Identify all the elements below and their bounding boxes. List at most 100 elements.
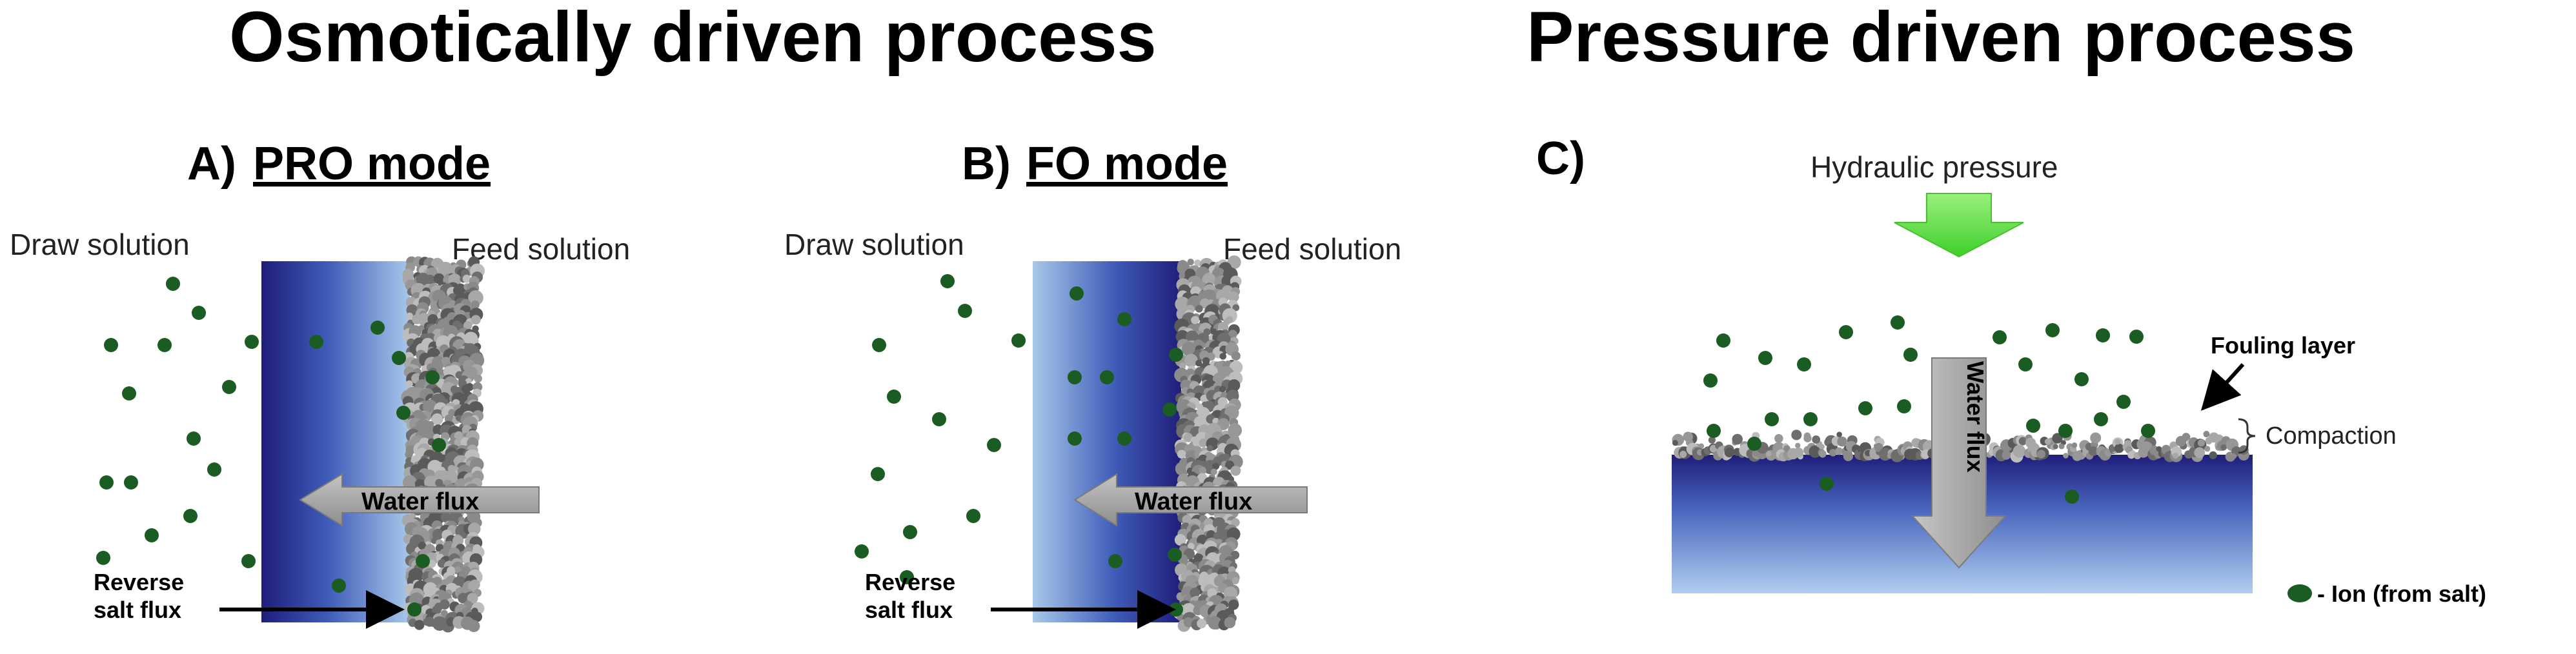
panel-b-fouling-layer	[1173, 255, 1243, 632]
ion-dot-icon	[1797, 357, 1811, 372]
panel-a-mode: PRO mode	[253, 138, 491, 190]
ion-dot-icon	[2287, 584, 2312, 602]
panel-c-letter: C)	[1536, 133, 1585, 184]
compaction-brace-icon	[2238, 418, 2256, 454]
panel-a-letter: A)	[187, 138, 236, 190]
ion-dot-icon	[1839, 325, 1853, 339]
panel-b-draw-solution: Draw solution	[784, 228, 964, 261]
ion-dot-icon	[1993, 330, 2007, 344]
panel-a-reverse-line1: Reverse	[94, 569, 184, 595]
panel-b-feed-solution: Feed solution	[1223, 232, 1401, 266]
ion-dot-icon	[2141, 424, 2155, 438]
ion-dot-icon	[370, 321, 385, 335]
panel-a-reverse-line2: salt flux	[94, 597, 181, 623]
ion-dot-icon	[245, 335, 259, 349]
ion-dot-icon	[157, 338, 172, 352]
panel-b-letter: B)	[962, 138, 1011, 190]
ion-dot-icon	[2018, 357, 2033, 372]
ion-dot-icon	[1068, 370, 1082, 384]
ion-dot-icon	[1703, 373, 1718, 388]
panel-b-reverse-line1: Reverse	[865, 569, 955, 595]
ion-dot-icon	[900, 570, 914, 584]
ion-dot-icon	[124, 475, 138, 490]
ion-dot-icon	[932, 412, 946, 426]
ion-dot-icon	[407, 602, 421, 617]
ion-dot-icon	[887, 390, 901, 404]
ion-dot-icon	[145, 528, 159, 542]
gray-arrow-icon	[1073, 473, 1308, 527]
ion-dot-icon	[1168, 548, 1182, 562]
ion-dot-icon	[2058, 424, 2073, 438]
ion-dot-icon	[871, 467, 885, 481]
ion-dot-icon	[187, 431, 201, 446]
ion-dot-icon	[1117, 312, 1131, 326]
ion-dot-icon	[1070, 286, 1084, 301]
hydraulic-pressure-label: Hydraulic pressure	[1810, 150, 2058, 184]
ion-dot-icon	[1758, 351, 1772, 365]
ion-dot-icon	[222, 380, 236, 394]
panel-a-fouling-layer	[401, 256, 485, 633]
panel-b-reverse-line2: salt flux	[865, 597, 953, 623]
ion-dot-icon	[2074, 372, 2089, 386]
panel-c-water-flux: Water flux	[1962, 361, 1989, 473]
ion-dot-icon	[1707, 424, 1721, 438]
ion-dot-icon	[166, 277, 180, 291]
ion-dot-icon	[855, 544, 869, 559]
panel-a-ions	[96, 277, 446, 617]
ion-dot-icon	[183, 509, 198, 523]
ion-dot-icon	[1891, 315, 1905, 330]
ion-dot-icon	[309, 335, 323, 349]
gray-down-arrow-icon	[1911, 357, 2007, 569]
ion-dot-icon	[96, 551, 110, 565]
ion-dot-icon	[122, 386, 136, 401]
ion-dot-icon	[332, 579, 346, 593]
ion-dot-icon	[104, 338, 118, 352]
compaction-label: Compaction	[2266, 422, 2397, 450]
ion-dot-icon	[207, 462, 221, 477]
ion-dot-icon	[2116, 395, 2131, 409]
ion-dot-icon	[1108, 554, 1122, 568]
ion-dot-icon	[425, 370, 440, 384]
ion-dot-icon	[1903, 348, 1918, 362]
ion-dot-icon	[241, 554, 256, 568]
panel-a-feed-solution: Feed solution	[452, 232, 630, 266]
ion-dot-icon	[192, 306, 206, 320]
ion-dot-icon	[958, 304, 972, 318]
panel-a-draw-solution: Draw solution	[10, 228, 190, 261]
panel-a-membrane	[261, 261, 410, 622]
ion-dot-icon	[1747, 437, 1761, 451]
ion-dot-icon	[1100, 370, 1114, 384]
ion-dot-icon	[416, 554, 430, 568]
ion-dot-icon	[1765, 412, 1779, 426]
ion-dot-icon	[1803, 412, 1818, 426]
panel-b-membrane	[1033, 261, 1181, 622]
green-down-arrow-icon	[1894, 193, 2024, 258]
ion-dot-icon	[392, 351, 406, 365]
panel-b-water-flux: Water flux	[1135, 488, 1252, 515]
ion-dot-icon	[1169, 602, 1183, 617]
panel-c-ions	[1703, 315, 2155, 504]
ion-dot-icon	[1716, 333, 1730, 348]
panel-a-water-flux: Water flux	[361, 488, 479, 515]
ion-dot-icon	[1117, 431, 1131, 446]
ion-dot-icon	[2129, 330, 2144, 344]
ion-dot-icon	[2094, 412, 2108, 426]
ion-dot-icon	[987, 438, 1001, 452]
ion-dot-icon	[1820, 477, 1834, 491]
ion-dot-icon	[432, 438, 446, 452]
ion-dot-icon	[872, 338, 886, 352]
panel-a: A) PRO mode Draw solution Feed solution …	[10, 138, 630, 633]
fouling-layer-arrow-icon	[2200, 362, 2245, 411]
ion-dot-icon	[1162, 402, 1177, 417]
panel-c: C) Hydraulic pressure Water flux Fouling…	[1536, 133, 2486, 607]
fouling-layer-label: Fouling layer	[2211, 332, 2355, 359]
ion-dot-icon	[966, 509, 980, 523]
panel-b: B) FO mode Draw solution Feed solution W…	[784, 138, 1401, 632]
ion-dot-icon	[1068, 431, 1082, 446]
ion-dot-icon	[903, 525, 917, 539]
ion-dot-icon	[1011, 333, 1026, 348]
gray-arrow-icon	[299, 473, 540, 527]
ion-dot-icon	[2026, 419, 2040, 433]
panel-b-mode: FO mode	[1026, 138, 1228, 190]
ion-dot-icon	[940, 274, 955, 288]
